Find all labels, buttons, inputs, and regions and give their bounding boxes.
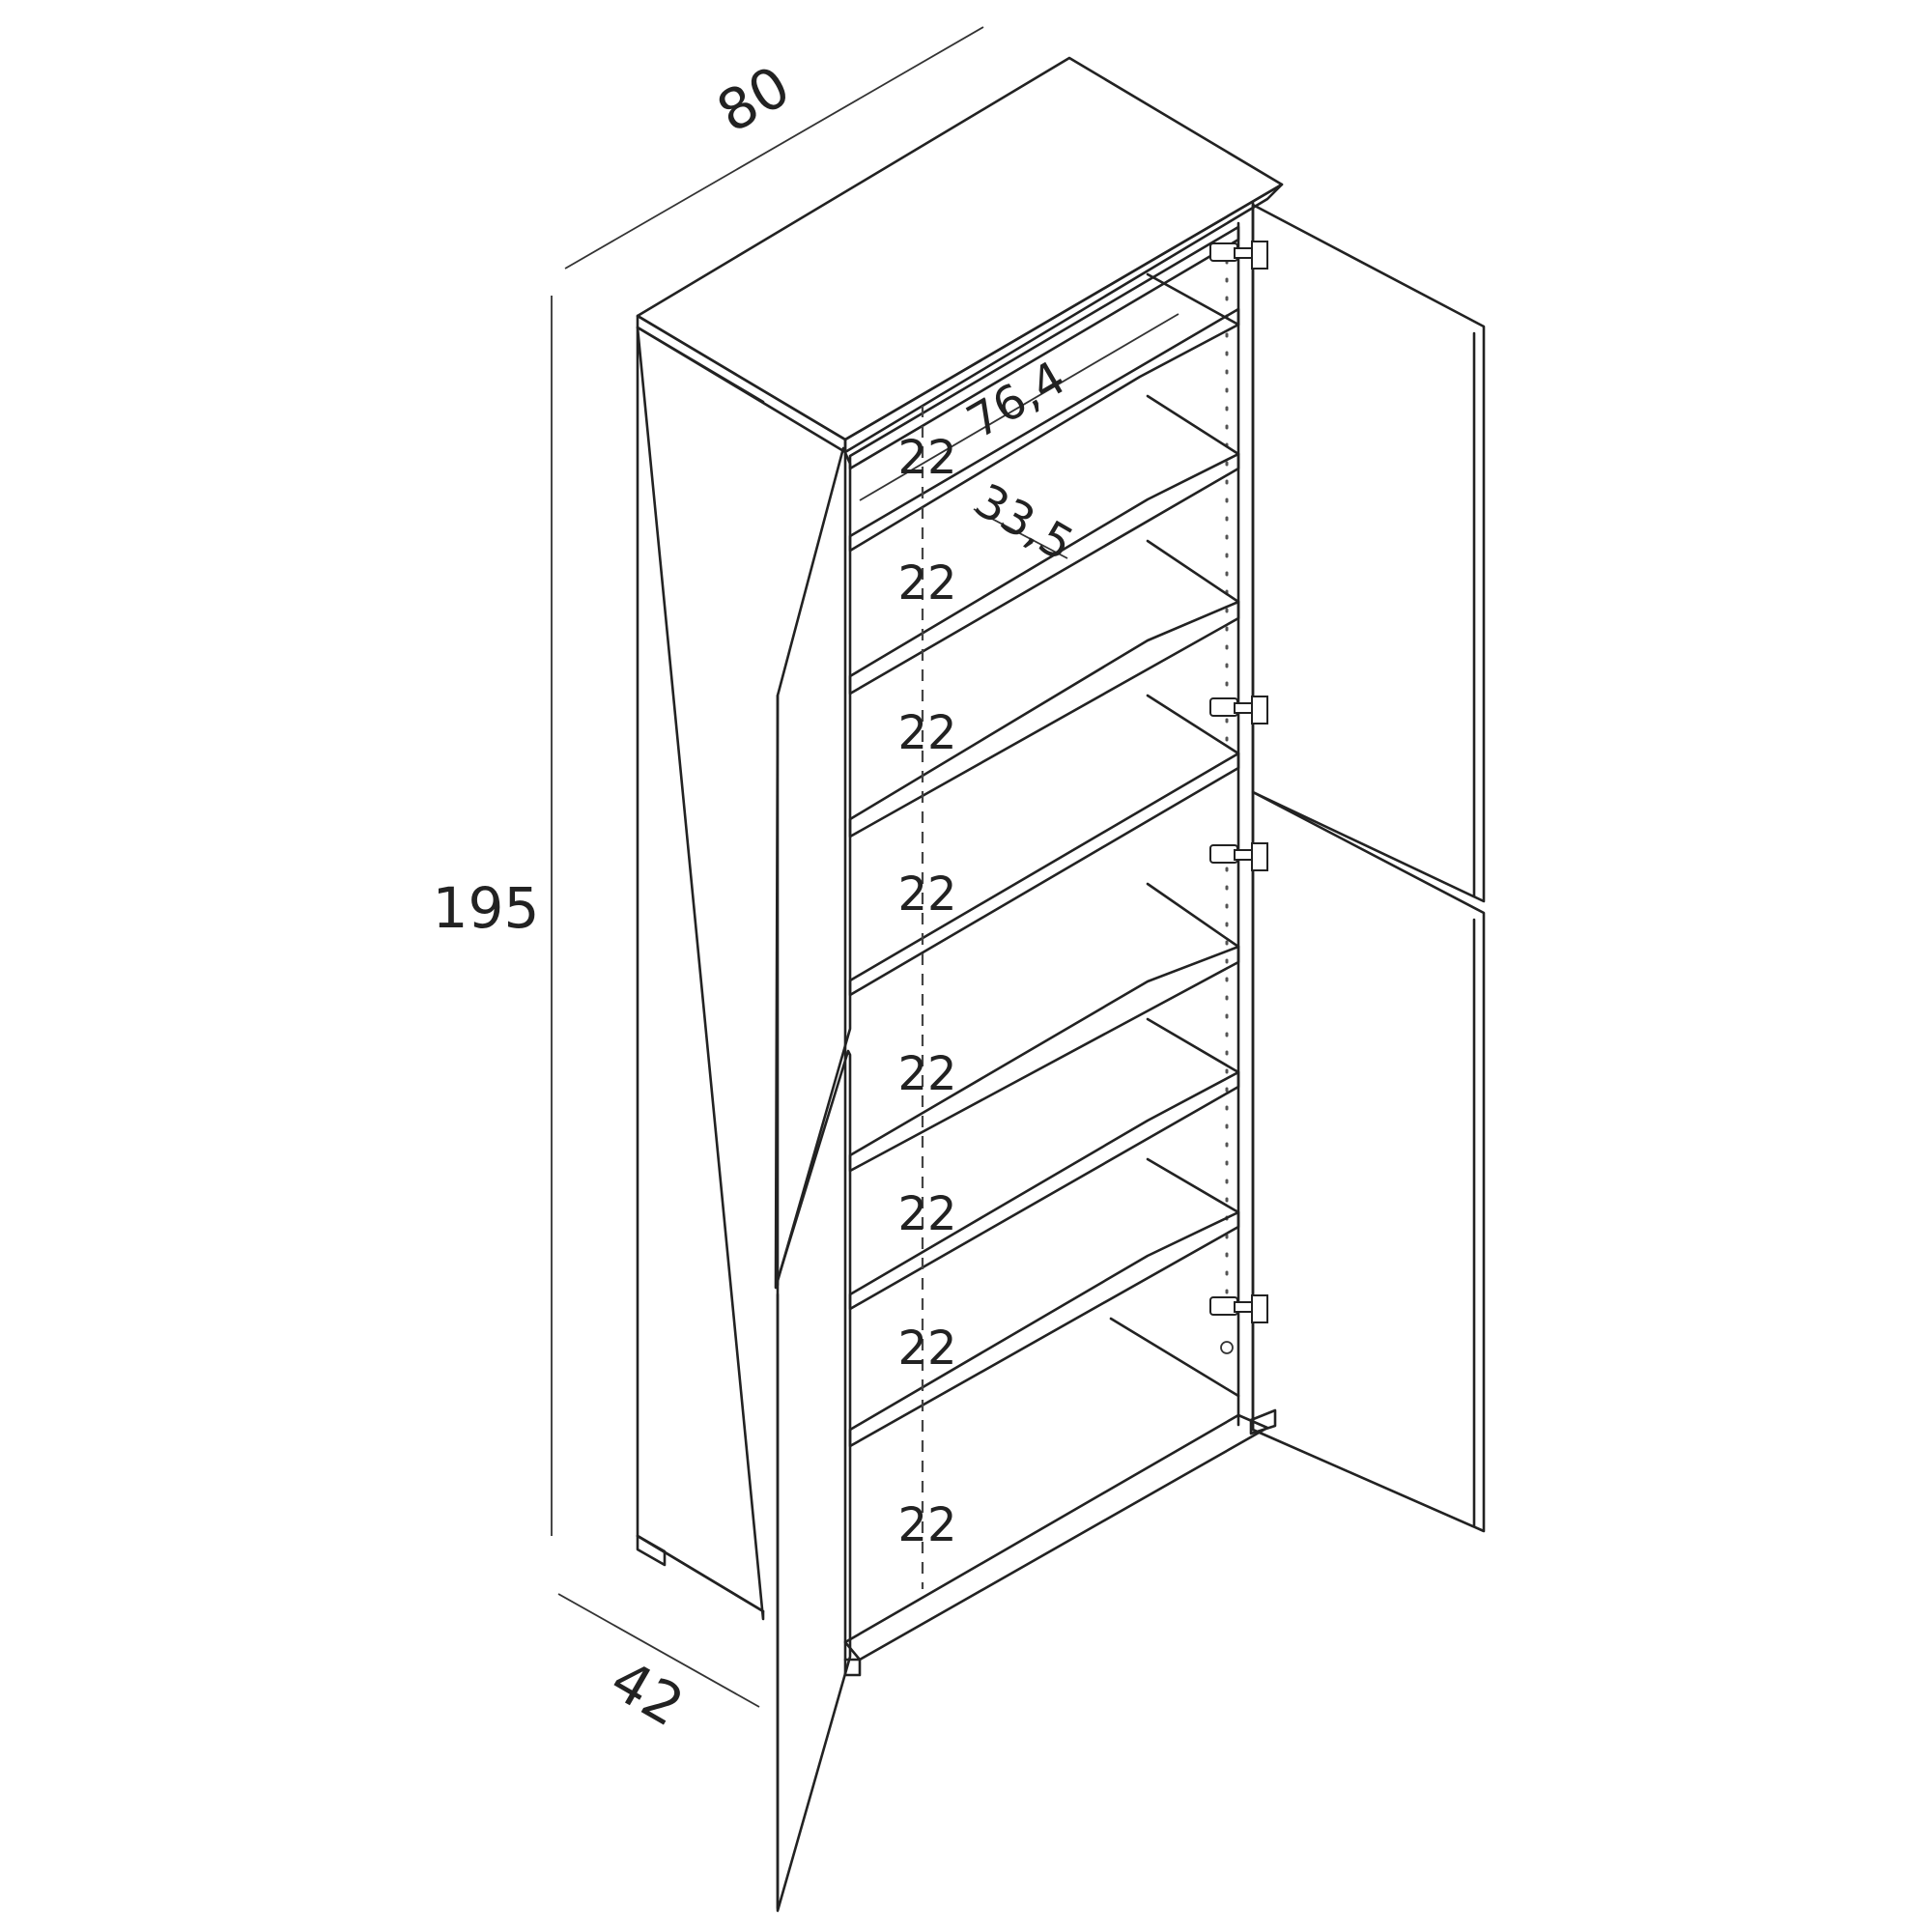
top-panel-side-edge [843,183,1284,454]
left-upper-door [774,446,852,1290]
left-side-top-edge [636,326,765,404]
left-side-panel [636,326,765,1621]
right-doors [1251,203,1486,1533]
right-foot [1249,1408,1277,1435]
inner-depth-guide [973,508,1068,559]
shelf-back-line-2 [1146,394,1240,456]
hinge-icon [1209,241,1268,270]
shelf-back-line-8 [1109,1317,1240,1398]
inner-width-guide [859,313,1179,501]
compartment-height-label: 22 [897,556,956,611]
compartment-height-label: 22 [897,1047,956,1101]
compartment-height-label: 22 [897,431,956,485]
compartment-height-label: 22 [897,1498,956,1552]
left-foot [636,1534,667,1567]
inner-dimension-guides [859,313,1179,1589]
dimension-labels: 80 195 42 76,4 33,5 [433,53,1083,1740]
compartment-height-label: 22 [897,1321,956,1376]
left-doors [774,446,852,1913]
compartment-labels: 22 22 22 22 22 22 22 22 [897,431,956,1552]
right-lower-door [1251,790,1486,1533]
compartment-height-label: 22 [897,1187,956,1241]
compartment-height-label: 22 [897,706,956,760]
shelf-back-line-7 [1146,1157,1240,1214]
dimension-lines [551,26,984,1708]
left-lower-door [776,1049,852,1913]
width-label: 80 [706,53,801,146]
cam-lock [1220,1341,1234,1354]
hinge-icon [1209,842,1268,871]
shelf-back-line-3 [1146,539,1240,604]
cabinet-body [636,56,1284,1677]
depth-dimension-line [557,1593,760,1708]
shelf-back-line-4 [1146,694,1240,755]
shelf-back-line-1 [1146,272,1240,327]
right-upper-door [1251,203,1486,903]
top-panel-front-edge [636,314,847,454]
hinge-icon [1209,696,1268,724]
width-dimension-line [564,26,984,270]
shelf-back-line-6 [1146,1017,1240,1074]
depth-label: 42 [600,1647,695,1740]
height-label: 195 [433,875,540,941]
shelf-back-line-5 [1146,882,1240,949]
hinges [1209,241,1268,1323]
inner-width-label: 76,4 [958,351,1075,449]
hinge-icon [1209,1294,1268,1323]
compartment-height-label: 22 [897,867,956,922]
